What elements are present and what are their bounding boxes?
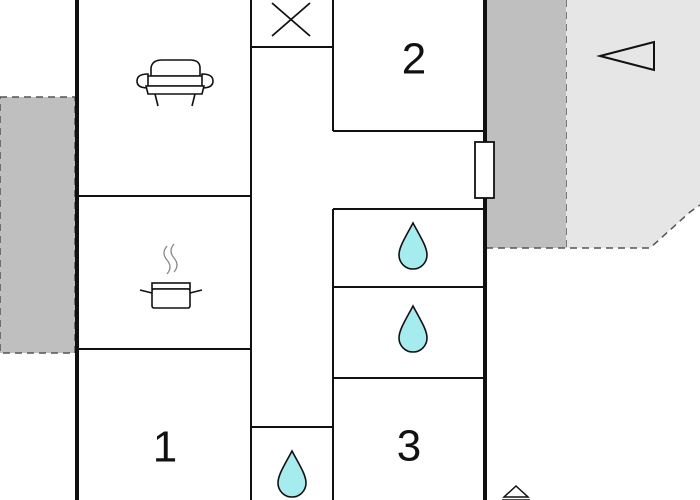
- interior-walls: [77, 0, 485, 500]
- left-terrace: [0, 96, 76, 354]
- cooking-pot-icon: [139, 243, 203, 309]
- water-drop-icon: [277, 449, 307, 498]
- right-terrace-dashed-edge: [565, 0, 700, 249]
- water-drop-icon: [398, 221, 428, 270]
- right-terrace-light: [566, 0, 700, 248]
- cross-icon: [271, 2, 311, 37]
- room-2-label: 2: [402, 35, 426, 84]
- marker-icon: [502, 484, 530, 498]
- sofa-icon: [136, 59, 214, 107]
- door-icon: [474, 141, 495, 199]
- triangle-arrow-icon: [596, 40, 655, 72]
- water-drop-icon: [398, 304, 428, 353]
- room-1-label: 1: [153, 423, 177, 472]
- right-terrace-dark: [486, 0, 566, 248]
- room-3-label: 3: [397, 422, 421, 471]
